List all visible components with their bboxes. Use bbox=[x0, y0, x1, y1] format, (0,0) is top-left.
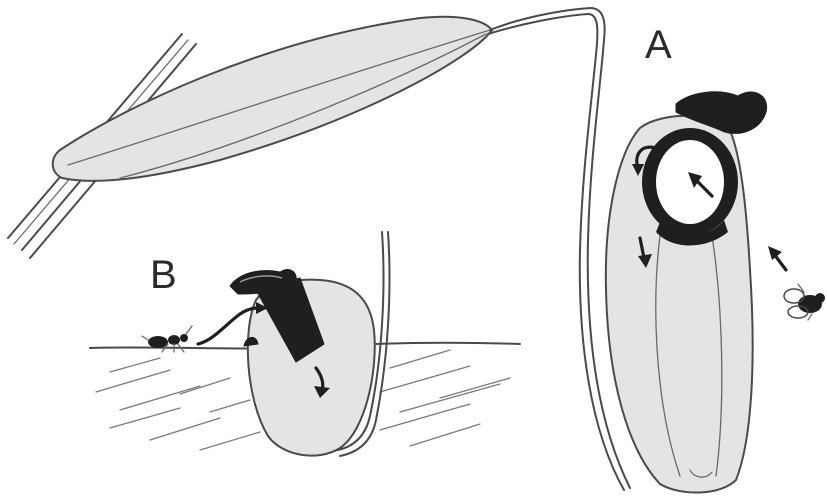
ground-pitcher bbox=[230, 232, 390, 456]
panel-label-b: B bbox=[150, 253, 177, 297]
fly-icon bbox=[784, 284, 825, 320]
leaf-blade bbox=[53, 17, 492, 181]
aerial-pitcher bbox=[606, 92, 767, 493]
panel-label-a: A bbox=[645, 23, 672, 67]
